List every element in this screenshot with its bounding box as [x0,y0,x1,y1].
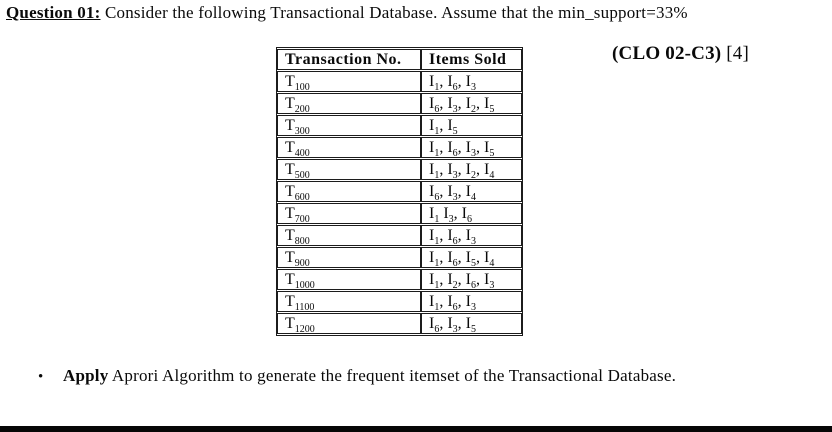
cell-items-sold: I6, I3, I2, I5 [421,93,522,114]
question-line: Question 01: Consider the following Tran… [6,2,688,23]
clo-marks: [4] [726,43,750,64]
cell-items-sold: I1, I5 [421,115,522,136]
cell-transaction-no: T300 [277,115,421,136]
cell-transaction-no: T900 [277,247,421,268]
cell-items-sold: I1, I2, I6, I3 [421,269,522,290]
table-header-row: Transaction No. Items Sold [277,49,522,70]
header-transaction-no: Transaction No. [277,49,421,70]
bullet-text: Apply Aprori Algorithm to generate the f… [63,366,676,385]
cell-items-sold: I1, I6, I3, I5 [421,137,522,158]
question-text: Consider the following Transactional Dat… [100,3,688,22]
cell-transaction-no: T1200 [277,313,421,334]
cell-transaction-no: T1000 [277,269,421,290]
clo-badge: (CLO 02-C3) [4] [612,43,749,65]
cell-items-sold: I1, I6, I3 [421,225,522,246]
bullet-rest: Aprori Algorithm to generate the frequen… [108,366,677,385]
cell-items-sold: I6, I3, I5 [421,313,522,334]
cell-items-sold: I6, I3, I4 [421,181,522,202]
cell-transaction-no: T1100 [277,291,421,312]
cell-transaction-no: T100 [277,71,421,92]
cell-transaction-no: T200 [277,93,421,114]
cell-items-sold: I1, I6, I3 [421,291,522,312]
cell-transaction-no: T600 [277,181,421,202]
cell-items-sold: I1, I3, I2, I4 [421,159,522,180]
bottom-bar [0,426,832,432]
cell-items-sold: I1, I6, I3 [421,71,522,92]
cell-transaction-no: T500 [277,159,421,180]
cell-transaction-no: T800 [277,225,421,246]
cell-items-sold: I1, I6, I5, I4 [421,247,522,268]
header-items-sold: Items Sold [421,49,522,70]
bullet-item: • Apply Aprori Algorithm to generate the … [38,365,676,388]
cell-transaction-no: T700 [277,203,421,224]
bullet-bold: Apply [63,366,109,385]
bullet-icon: • [38,369,44,385]
cell-transaction-no: T400 [277,137,421,158]
cell-items-sold: I1 I3, I6 [421,203,522,224]
clo-code: (CLO 02-C3) [612,43,722,64]
question-label: Question 01: [6,3,101,22]
